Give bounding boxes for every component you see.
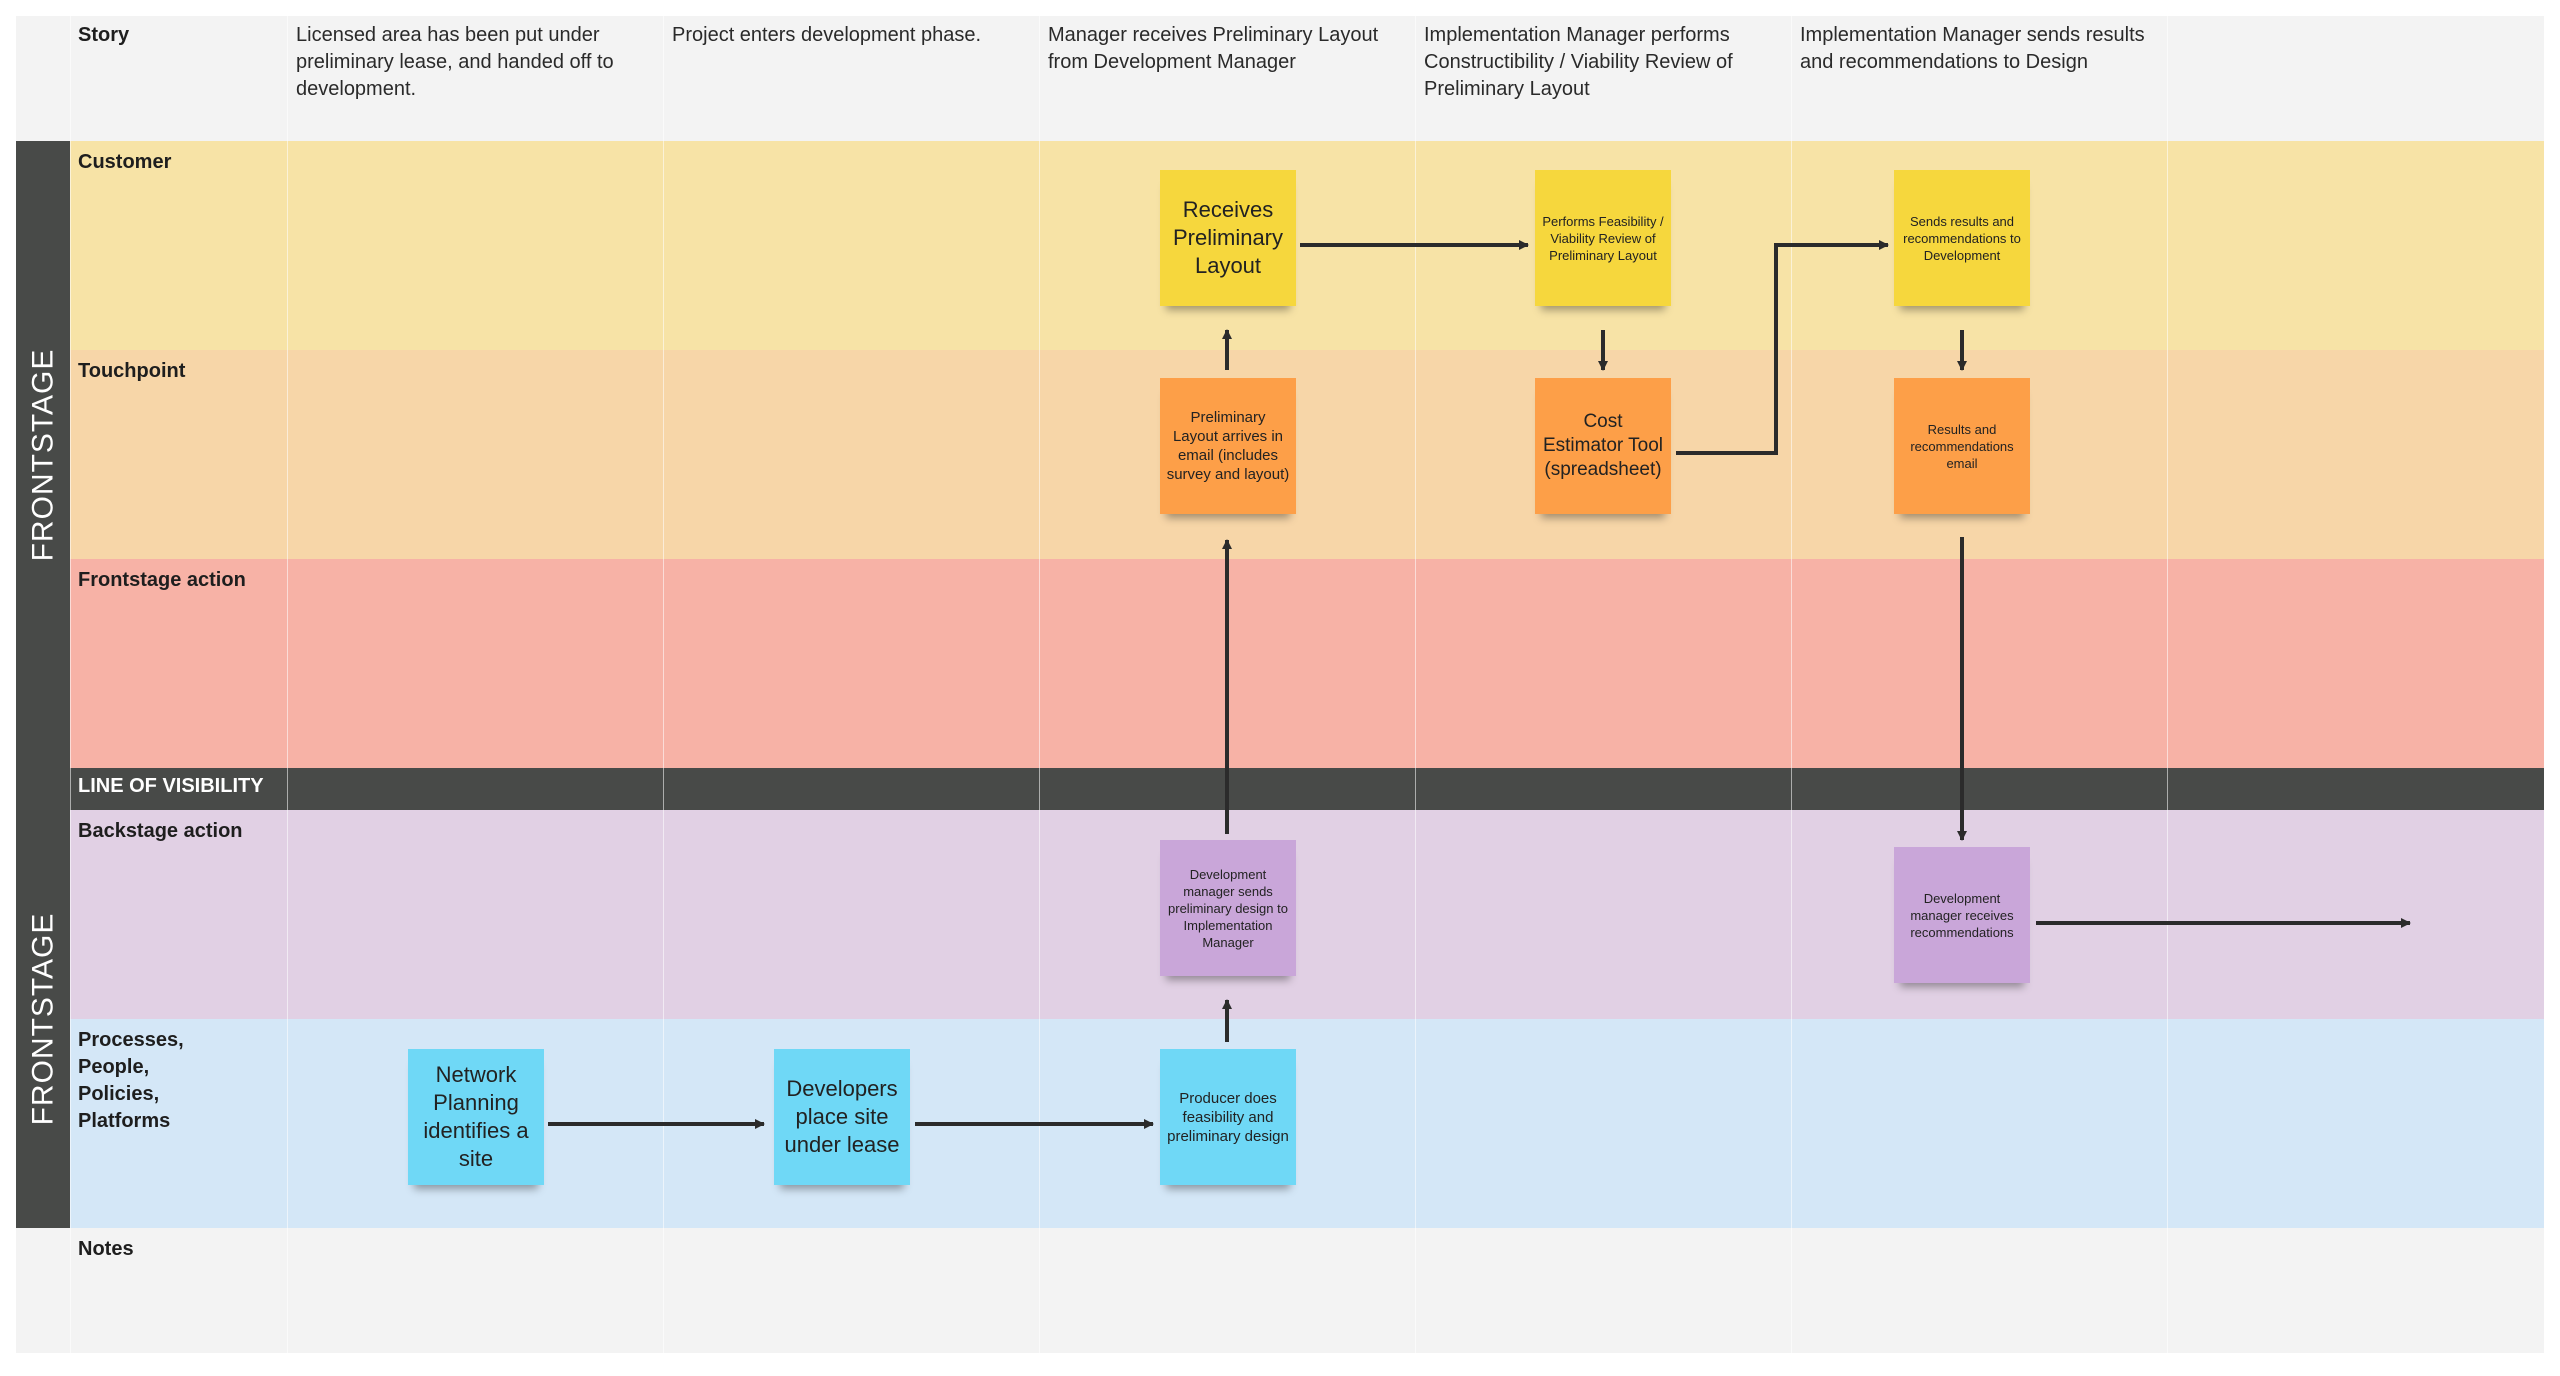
story-step-4: Implementation Manager performs Construc… [1424, 24, 1733, 100]
row-label-backstage-action: Backstage action [78, 820, 243, 842]
story-step-2: Project enters development phase. [672, 24, 982, 46]
sticky-results-email[interactable]: Results and recommendations email [1894, 378, 2030, 514]
line-of-visibility-label: LINE OF VISIBILITY [78, 775, 264, 797]
row-label-touchpoint: Touchpoint [78, 360, 186, 382]
sticky-layout-arrives-email[interactable]: Preliminary Layout arrives in email (inc… [1160, 378, 1296, 514]
sticky-receives-preliminary-layout[interactable]: Receives Preliminary Layout [1160, 170, 1296, 306]
frontstage-action-band [16, 559, 2544, 768]
sticky-cost-estimator-tool[interactable]: Cost Estimator Tool (spreadsheet) [1535, 378, 1671, 514]
row-label-notes: Notes [78, 1238, 134, 1260]
column-divider [1039, 16, 1040, 1353]
sticky-developers-place-site[interactable]: Developers place site under lease [774, 1049, 910, 1185]
row-label-processes: Processes, People, Policies, Platforms [78, 1029, 184, 1132]
sticky-dev-sends-design[interactable]: Development manager sends preliminary de… [1160, 840, 1296, 976]
column-divider [1791, 16, 1792, 1353]
line-of-visibility-band [16, 768, 2544, 810]
sticky-network-planning[interactable]: Network Planning identifies a site [408, 1049, 544, 1185]
sticky-sends-results[interactable]: Sends results and recommendations to Dev… [1894, 170, 2030, 306]
story-step-1: Licensed area has been put under prelimi… [296, 24, 614, 100]
column-divider [287, 16, 288, 1353]
column-divider [663, 16, 664, 1353]
story-step-5: Implementation Manager sends results and… [1800, 24, 2145, 73]
arrow-cost-tool-to-sends-results [1676, 240, 1889, 455]
frontstage-sidebar-top [16, 141, 70, 768]
story-step-3: Manager receives Preliminary Layout from… [1048, 24, 1379, 73]
column-divider [70, 16, 71, 1353]
sticky-dev-receives-recommendations[interactable]: Development manager receives recommendat… [1894, 847, 2030, 983]
row-label-story: Story [78, 24, 130, 46]
row-label-frontstage-action: Frontstage action [78, 569, 246, 591]
sticky-performs-feasibility-review[interactable]: Performs Feasibility / Viability Review … [1535, 170, 1671, 306]
frontstage-sidebar-bottom [16, 810, 70, 1228]
column-divider [1415, 16, 1416, 1353]
sticky-producer-feasibility[interactable]: Producer does feasibility and preliminar… [1160, 1049, 1296, 1185]
column-divider [2167, 16, 2168, 1353]
row-label-customer: Customer [78, 151, 172, 173]
